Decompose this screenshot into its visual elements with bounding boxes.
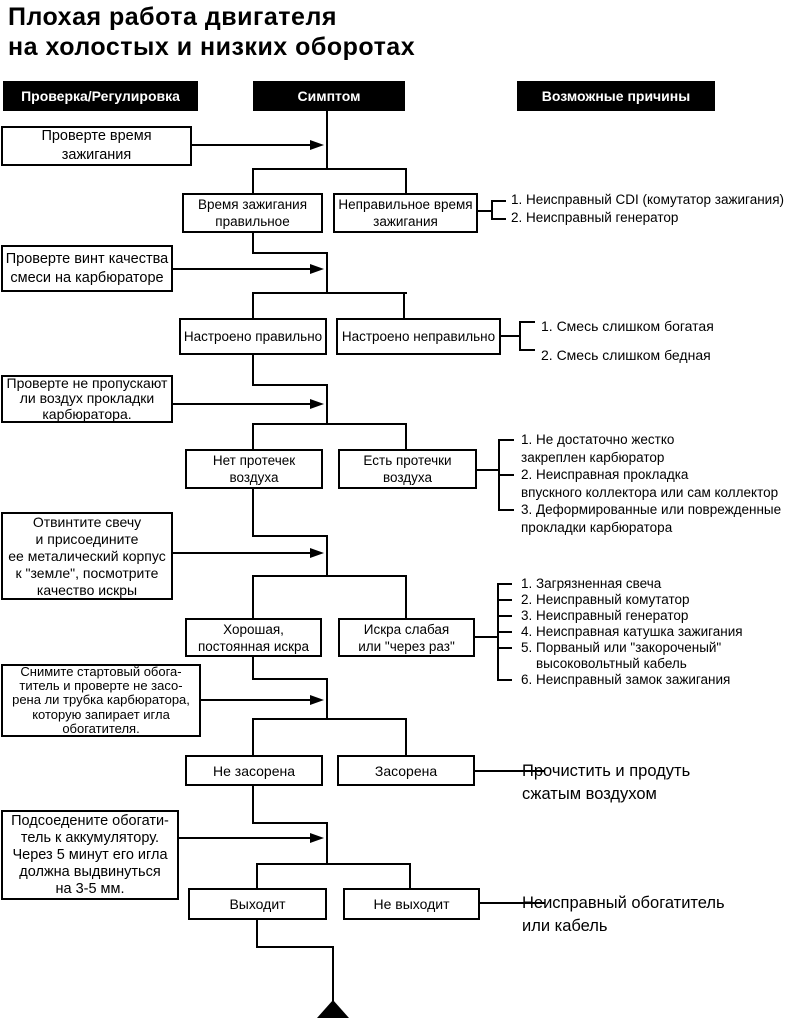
check-box-ignition-timing: Проверте время зажигания	[1, 126, 192, 166]
symptom-box-weak-spark: Искра слабая или "через раз"	[338, 618, 475, 657]
page-title: Плохая работа двигателя на холостых и ни…	[8, 3, 416, 61]
symptom-box-adjusted-correct: Настроено правильно	[179, 318, 327, 355]
bracket-line	[497, 679, 512, 681]
connector-line	[326, 384, 328, 425]
check-box-mixture-screw: Проверте винт качества смеси на карбюрат…	[1, 245, 173, 292]
causes-list-spark: 1. Загрязненная свеча 2. Неисправный ком…	[521, 576, 743, 687]
connector-line	[252, 535, 328, 537]
connector-line	[326, 678, 328, 720]
connector-line	[332, 946, 334, 1002]
connector-line	[252, 575, 254, 618]
connector-line	[252, 292, 254, 318]
arrow-line	[201, 699, 312, 701]
connector-line	[326, 535, 328, 577]
arrow-line	[173, 268, 312, 270]
arrow-right-icon	[310, 833, 324, 843]
check-box-enricher-battery: Подсоедените обогати- тель к аккумулятор…	[1, 810, 179, 900]
symptom-box-adjusted-incorrect: Настроено неправильно	[336, 318, 501, 355]
connector-line	[252, 489, 254, 537]
arrow-line	[173, 403, 312, 405]
column-header-causes: Возможные причины	[517, 81, 715, 111]
connector-line	[252, 168, 407, 170]
causes-text-faulty-enricher: Неисправный обогатитель или кабель	[522, 894, 725, 935]
bracket-line	[475, 636, 497, 638]
continuation-arrow-icon	[317, 1000, 349, 1018]
connector-line	[405, 423, 407, 449]
bracket-line	[519, 349, 535, 351]
connector-line	[252, 575, 407, 577]
bracket-line	[491, 200, 493, 220]
bracket-line	[519, 321, 521, 351]
connector-line	[326, 252, 328, 294]
connector-line	[252, 355, 254, 386]
connector-line	[252, 168, 254, 193]
connector-line	[252, 678, 328, 680]
connector-line	[409, 863, 411, 888]
bracket-line	[497, 599, 512, 601]
bracket-line	[497, 615, 512, 617]
bracket-line	[497, 631, 512, 633]
connector-line	[405, 718, 407, 755]
arrow-line	[192, 144, 312, 146]
connector-line	[256, 863, 258, 888]
column-header-check: Проверка/Регулировка	[3, 81, 198, 111]
symptom-box-no-air-leaks: Нет протечек воздуха	[185, 449, 323, 489]
bracket-line	[475, 770, 545, 772]
connector-line	[326, 111, 328, 169]
arrow-right-icon	[310, 548, 324, 558]
connector-line	[252, 252, 328, 254]
bracket-line	[480, 902, 545, 904]
bracket-line	[519, 321, 535, 323]
symptom-box-timing-correct: Время зажигания правильное	[182, 193, 323, 233]
connector-line	[256, 863, 411, 865]
bracket-line	[478, 210, 491, 212]
arrow-right-icon	[310, 399, 324, 409]
check-box-gaskets: Проверте не пропускают ли воздух проклад…	[1, 375, 173, 423]
connector-line	[403, 292, 405, 318]
connector-line	[256, 920, 258, 948]
connector-line	[252, 423, 407, 425]
arrow-right-icon	[310, 264, 324, 274]
causes-text-clean-blow: Прочистить и продуть сжатым воздухом	[522, 762, 691, 803]
bracket-line	[501, 335, 519, 337]
causes-list-timing: 1. Неисправный CDI (комутатор зажигания)…	[511, 192, 784, 225]
symptom-box-needle-not-extends: Не выходит	[343, 888, 480, 920]
connector-line	[252, 384, 328, 386]
symptom-box-needle-extends: Выходит	[188, 888, 327, 920]
symptom-box-clogged: Засорена	[337, 755, 475, 786]
bracket-line	[491, 218, 506, 220]
bracket-line	[477, 469, 498, 471]
symptom-box-air-leaks: Есть протечки воздуха	[338, 449, 477, 489]
connector-line	[326, 822, 328, 865]
bracket-line	[498, 439, 514, 441]
bracket-line	[498, 474, 514, 476]
connector-line	[252, 718, 254, 755]
column-header-symptom: Симптом	[253, 81, 405, 111]
check-box-enricher-tube: Снимите стартовый обога- титель и провер…	[1, 664, 201, 737]
connector-line	[252, 718, 407, 720]
connector-line	[252, 657, 254, 680]
symptom-box-timing-incorrect: Неправильное время зажигания	[333, 193, 478, 233]
connector-line	[252, 292, 407, 294]
connector-line	[256, 946, 334, 948]
connector-line	[252, 423, 254, 449]
bracket-line	[497, 583, 512, 585]
arrow-right-icon	[310, 695, 324, 705]
connector-line	[252, 233, 254, 254]
check-box-spark-plug: Отвинтите свечу и присоедините ее метали…	[1, 512, 173, 600]
arrow-line	[173, 552, 312, 554]
arrow-line	[179, 837, 312, 839]
bracket-line	[497, 647, 512, 649]
bracket-line	[498, 509, 514, 511]
connector-line	[405, 168, 407, 193]
symptom-box-good-spark: Хорошая, постоянная искра	[185, 618, 322, 657]
connector-line	[252, 822, 328, 824]
arrow-right-icon	[310, 140, 324, 150]
symptom-box-not-clogged: Не засорена	[185, 755, 323, 786]
bracket-line	[491, 200, 506, 202]
causes-list-air-leaks: 1. Не достаточно жестко закреплен карбюр…	[521, 432, 782, 535]
connector-line	[252, 786, 254, 824]
connector-line	[405, 575, 407, 618]
causes-list-mixture: 1. Смесь слишком богатая 2. Смесь слишко…	[541, 318, 714, 363]
